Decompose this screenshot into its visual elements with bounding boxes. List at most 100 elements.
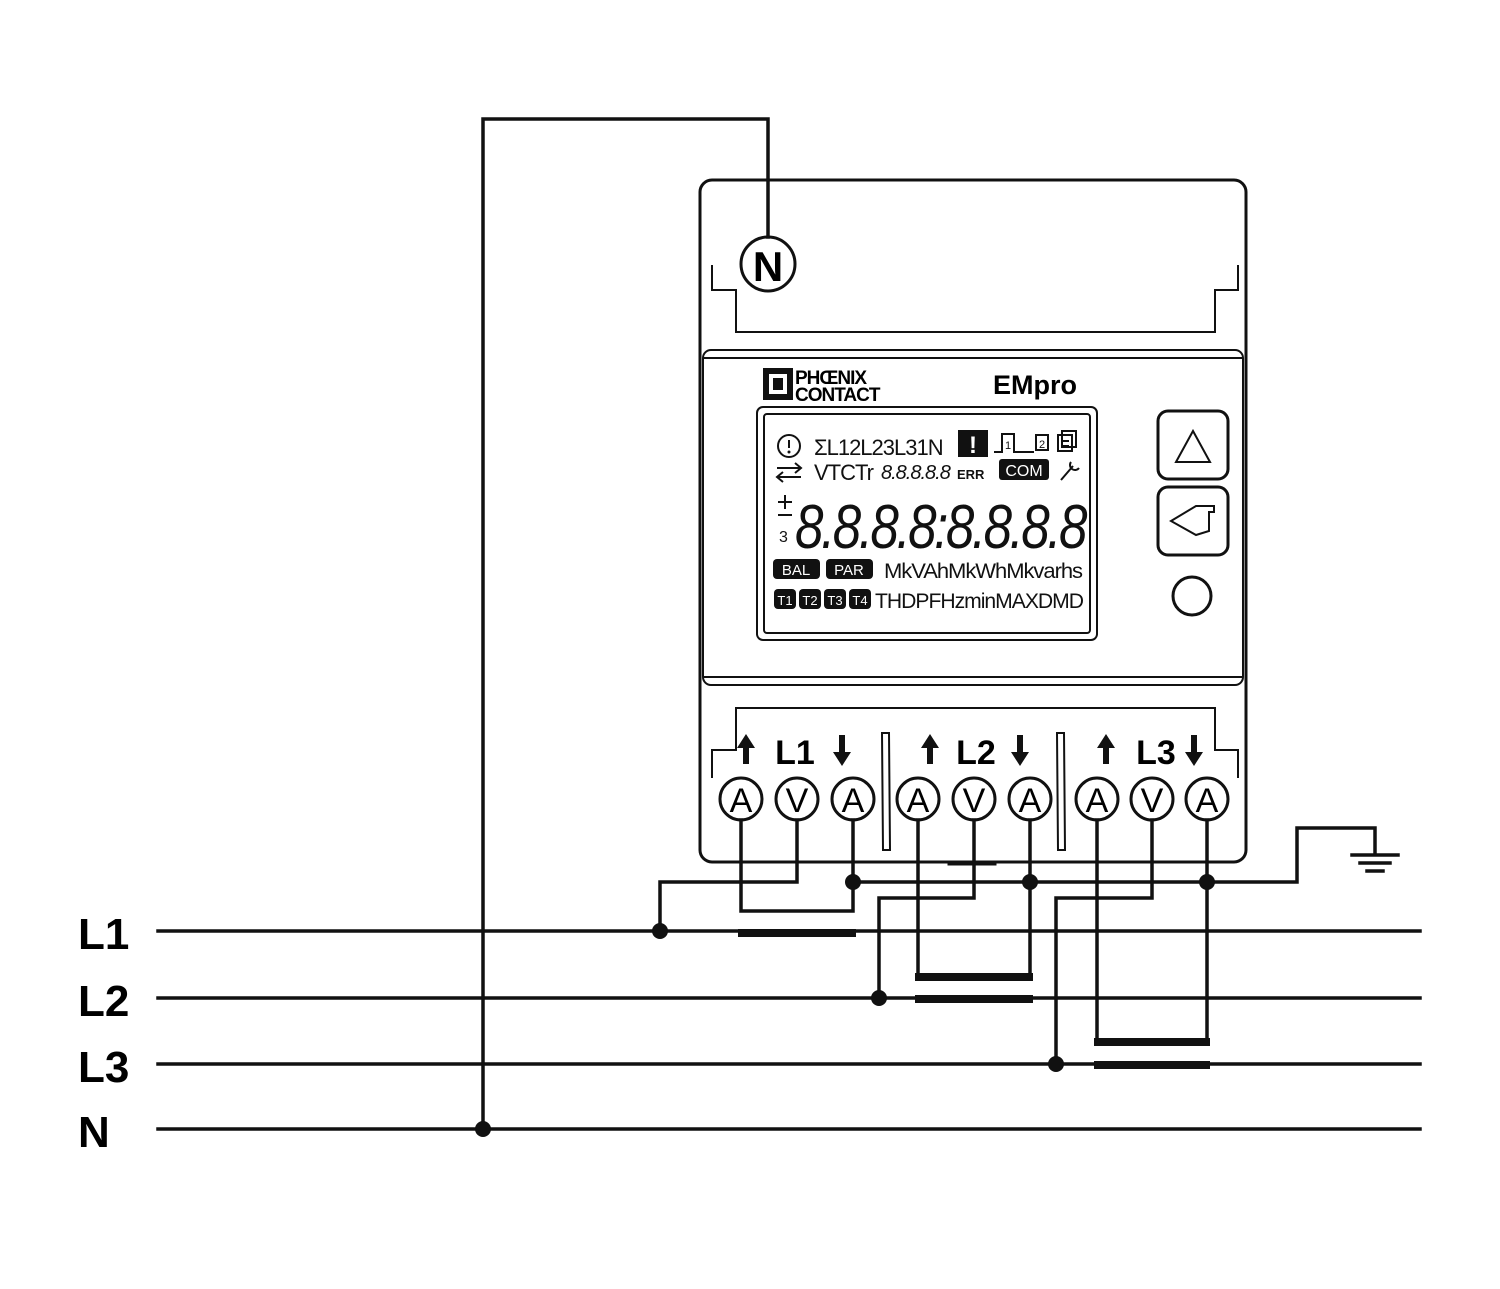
phase-label-l2: L2: [956, 734, 996, 772]
supply-lines: [156, 929, 1422, 1131]
brand-line2: CONTACT: [795, 385, 881, 406]
phase-label-group-l3: L3: [1097, 734, 1203, 772]
lcd-inner: [763, 413, 1091, 634]
line-label-l1: L1: [78, 910, 129, 959]
terminal-label: A: [730, 782, 753, 820]
indicator-led: [1171, 575, 1213, 617]
phase-label-group-l2: L2: [921, 734, 1029, 772]
model-name: EMpro: [993, 370, 1077, 400]
terminal-label: A: [1196, 782, 1219, 820]
lcd-main-digits: 8.8.8.8:8.8.8.8: [795, 493, 1088, 562]
terminal-l3-voltage: V: [1129, 776, 1175, 822]
terminal-l2-current-in: A: [895, 776, 941, 822]
lcd-small-digits: 8.8.8.8.8: [881, 462, 951, 484]
junction-dot: [652, 923, 668, 939]
memory-icon: [1057, 430, 1077, 452]
lcd-t3-badge: [824, 589, 846, 609]
line-label-n: N: [78, 1108, 110, 1157]
ground-icon: [1350, 853, 1400, 873]
phase-label-l1: L1: [775, 734, 815, 772]
lcd-t1-badge: [774, 589, 796, 609]
up-button[interactable]: [1156, 409, 1230, 481]
phoenix-contact-logo: PHŒNIX CONTACT: [763, 368, 882, 406]
terminal-label: V: [786, 782, 809, 820]
wiring: [475, 117, 1400, 1137]
terminal-label: A: [907, 782, 930, 820]
clock-icon: [777, 434, 801, 458]
neutral-wire: [481, 117, 770, 1131]
direction-arrows-icon: [775, 462, 803, 483]
terminal-l1-voltage: V: [774, 776, 820, 822]
lcd-energy-units: MkVAhMkWhMkvarhs: [884, 560, 1083, 583]
lcd-t4-label: T4: [852, 593, 867, 608]
junction-dot: [475, 1121, 491, 1137]
terminal-label: A: [1086, 782, 1109, 820]
lcd-err-label: ERR: [957, 467, 985, 482]
lcd-measure-units: THDPFHzminMAXDMD: [875, 590, 1084, 613]
enter-button[interactable]: [1156, 485, 1230, 557]
wrench-icon: [1060, 461, 1080, 481]
lcd-t3-label: T3: [827, 593, 842, 608]
lcd-ratio-label: VTCTr: [814, 460, 874, 485]
terminal-l2-voltage: V: [951, 776, 997, 822]
arrow-up-icon: [1097, 734, 1115, 764]
lcd-par-label: PAR: [834, 562, 864, 579]
lcd-bal-label: BAL: [782, 562, 810, 579]
energy-meter-device: N PHŒNIX CONTACT EMpro ΣL12L23L31N ! 1 2: [698, 178, 1248, 866]
top-terminal-recess: [711, 265, 1239, 333]
junction-dot: [1199, 874, 1215, 890]
secondary-common-bus: [851, 826, 1377, 884]
terminal-l3-current-in: A: [1074, 776, 1120, 822]
junction-dot: [845, 874, 861, 890]
terminal-label: V: [1141, 782, 1164, 820]
brand-line1: PHŒNIX: [795, 368, 867, 389]
arrow-down-icon: [1185, 735, 1203, 766]
lcd-bal-badge: [773, 559, 820, 579]
svg-text:!: !: [969, 432, 977, 459]
l1-voltage-tap: [658, 818, 799, 933]
terminal-l3-current-out: A: [1184, 776, 1230, 822]
supply-line-labels: L1 L2 L3 N: [78, 910, 129, 1157]
arrow-up-icon: [921, 734, 939, 764]
tariff-pulse-2: 2: [1039, 439, 1045, 451]
lcd-par-badge: [826, 559, 873, 579]
lcd-display: ΣL12L23L31N ! 1 2 VTCTr 8.8.8.8.8 ERR CO: [756, 406, 1098, 641]
junction-dot: [871, 990, 887, 1006]
junction-dot: [1022, 874, 1038, 890]
separator-slot-2: [1055, 732, 1067, 851]
tariff-pulse-icon: [994, 433, 1034, 453]
phase-label-group-l1: L1: [737, 734, 851, 772]
terminal-label: A: [842, 782, 865, 820]
terminal-l1-current-in: A: [718, 776, 764, 822]
junction-dot: [1048, 1056, 1064, 1072]
line-label-l3: L3: [78, 1043, 129, 1092]
arrow-down-icon: [1011, 735, 1029, 766]
separator-slot-1: [880, 732, 892, 851]
lcd-t2-badge: [799, 589, 821, 609]
lcd-t4-badge: [849, 589, 871, 609]
bottom-terminal-recess: [711, 707, 1239, 778]
neutral-terminal-label: N: [753, 243, 783, 290]
terminal-l1-current-out: A: [830, 776, 876, 822]
phase-label-l3: L3: [1136, 734, 1176, 772]
terminal-label: V: [963, 782, 986, 820]
line-label-l2: L2: [78, 977, 129, 1026]
arrow-up-icon: [737, 734, 755, 764]
lcd-t1-label: T1: [777, 593, 792, 608]
l2-voltage-tap: [877, 818, 976, 1000]
tariff-pulse-1: 1: [1005, 440, 1011, 452]
lcd-phase-indicators: ΣL12L23L31N: [814, 435, 943, 460]
terminal-l2-current-out: A: [1007, 776, 1053, 822]
svg-text:3: 3: [779, 529, 788, 546]
alarm-icon: [958, 430, 988, 457]
lcd-t2-label: T2: [802, 593, 817, 608]
l3-voltage-tap: [1054, 818, 1154, 1066]
terminal-label: A: [1019, 782, 1042, 820]
arrow-down-icon: [833, 735, 851, 766]
lcd-com-badge: [999, 459, 1049, 480]
lcd-com-label: COM: [1005, 463, 1042, 480]
lcd-frame: [756, 406, 1098, 641]
triangle-up-icon: [1174, 428, 1212, 463]
front-panel: [702, 349, 1244, 686]
